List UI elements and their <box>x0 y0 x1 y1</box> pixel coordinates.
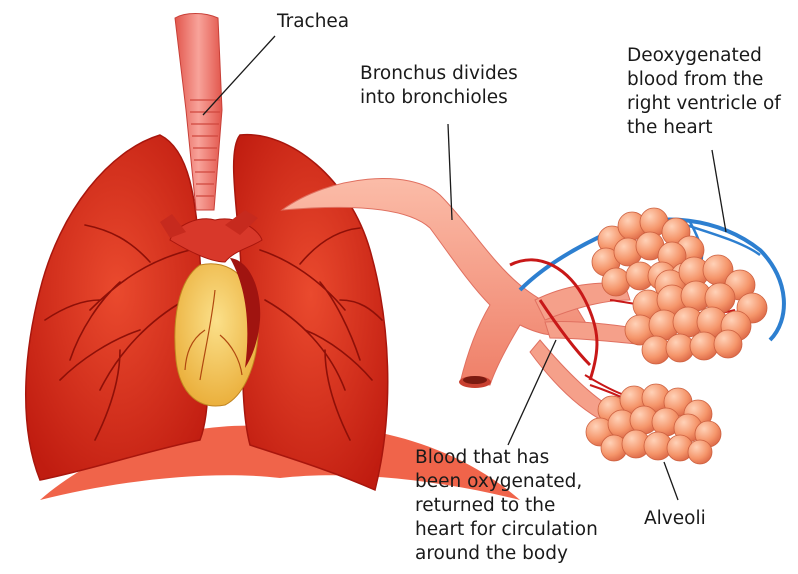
trachea-label: Trachea <box>277 10 349 34</box>
oxygenated-leader-line <box>508 340 556 445</box>
oxygenated-blood-label: Blood that has been oxygenated, returned… <box>415 446 598 566</box>
alveoli-leader-line <box>664 462 678 500</box>
bronchus-label: Bronchus divides into bronchioles <box>360 62 518 110</box>
deoxygenated-leader-line <box>712 150 726 232</box>
alveoli-label: Alveoli <box>644 507 706 531</box>
deoxygenated-blood-label: Deoxygenated blood from the right ventri… <box>627 44 781 140</box>
bronchus-opening-inner <box>463 376 487 384</box>
alveoli-cluster-lower <box>586 384 721 464</box>
